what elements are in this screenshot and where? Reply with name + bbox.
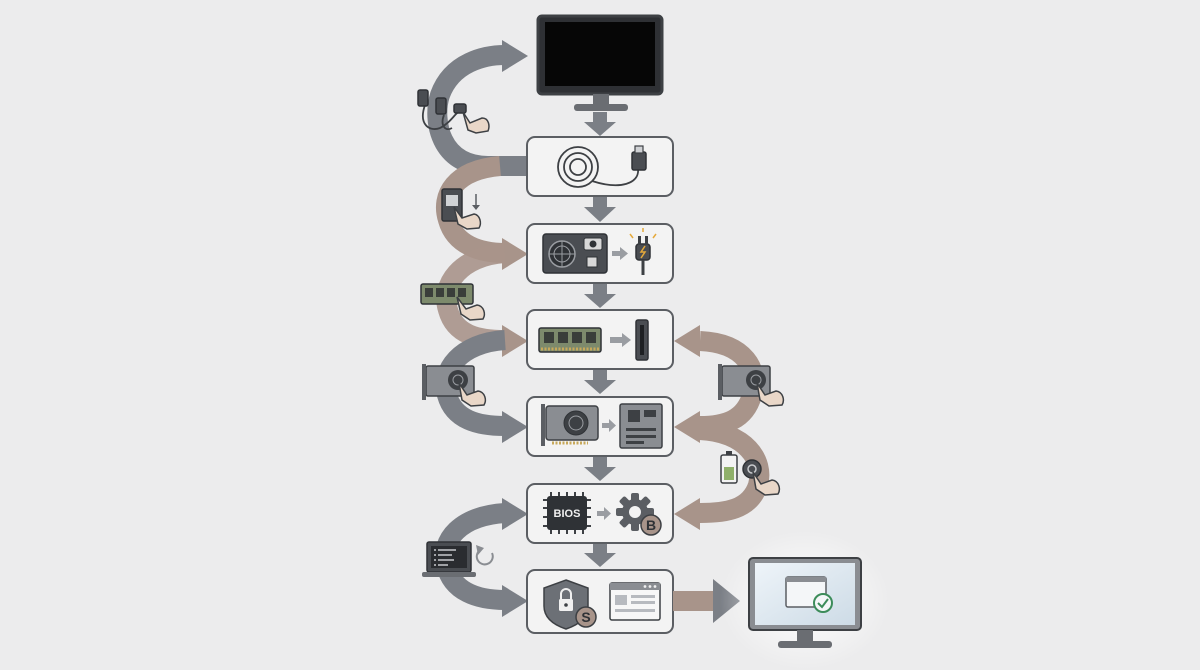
down-arrow <box>584 543 616 567</box>
step-box-power-supply <box>526 223 674 284</box>
gear-badge-label: B <box>646 517 656 533</box>
ram-stick-icon <box>538 327 602 353</box>
down-arrow <box>584 112 616 136</box>
gpu-icon <box>541 404 599 446</box>
hand-pointer-icon <box>462 111 490 134</box>
shield-lock-icon: S <box>543 579 597 630</box>
step-box-os: S <box>526 569 674 634</box>
hand-pointer-icon <box>456 296 486 321</box>
power-button-icon <box>742 459 762 479</box>
loop-arrow-bios-right <box>674 420 770 530</box>
shield-badge-label: S <box>581 609 590 625</box>
arrow-icon <box>610 333 631 347</box>
down-arrow <box>584 284 616 308</box>
arrow-icon <box>602 419 616 432</box>
down-arrows <box>584 112 616 567</box>
browser-window-icon <box>609 582 661 621</box>
loop-arrow-cable-to-monitor <box>427 40 528 176</box>
motherboard-icon <box>619 403 663 449</box>
step-box-ram <box>526 309 674 370</box>
ram-slot-icon <box>635 319 649 361</box>
step-box-gpu <box>526 396 674 457</box>
refresh-icon <box>475 545 494 566</box>
arrow-icon <box>597 507 611 520</box>
battery-icon <box>720 451 738 484</box>
hand-pointer-icon <box>752 471 781 496</box>
down-arrow <box>584 457 616 481</box>
cable-icon <box>557 146 639 188</box>
monitor-success-icon <box>720 530 890 670</box>
gear-icon: B <box>616 493 662 536</box>
chip-icon: BIOS <box>543 492 591 534</box>
step-box-bios: BIOS B <box>526 483 674 544</box>
laptop-icon <box>422 541 476 577</box>
down-arrow <box>584 197 616 222</box>
hand-pointer-icon <box>756 382 785 407</box>
step-box-cable <box>526 136 674 197</box>
plug-icon <box>629 228 657 275</box>
bios-chip-label: BIOS <box>554 508 581 520</box>
psu-icon <box>542 233 608 274</box>
ram-module-icon <box>420 283 474 305</box>
usb-cable-icon <box>417 89 467 130</box>
arrow-icon <box>612 247 628 260</box>
connector-icon <box>631 145 647 171</box>
hand-pointer-icon <box>458 382 487 407</box>
monitor-off-icon <box>536 14 664 111</box>
down-arrow <box>584 370 616 394</box>
hand-pointer-icon <box>453 206 482 230</box>
